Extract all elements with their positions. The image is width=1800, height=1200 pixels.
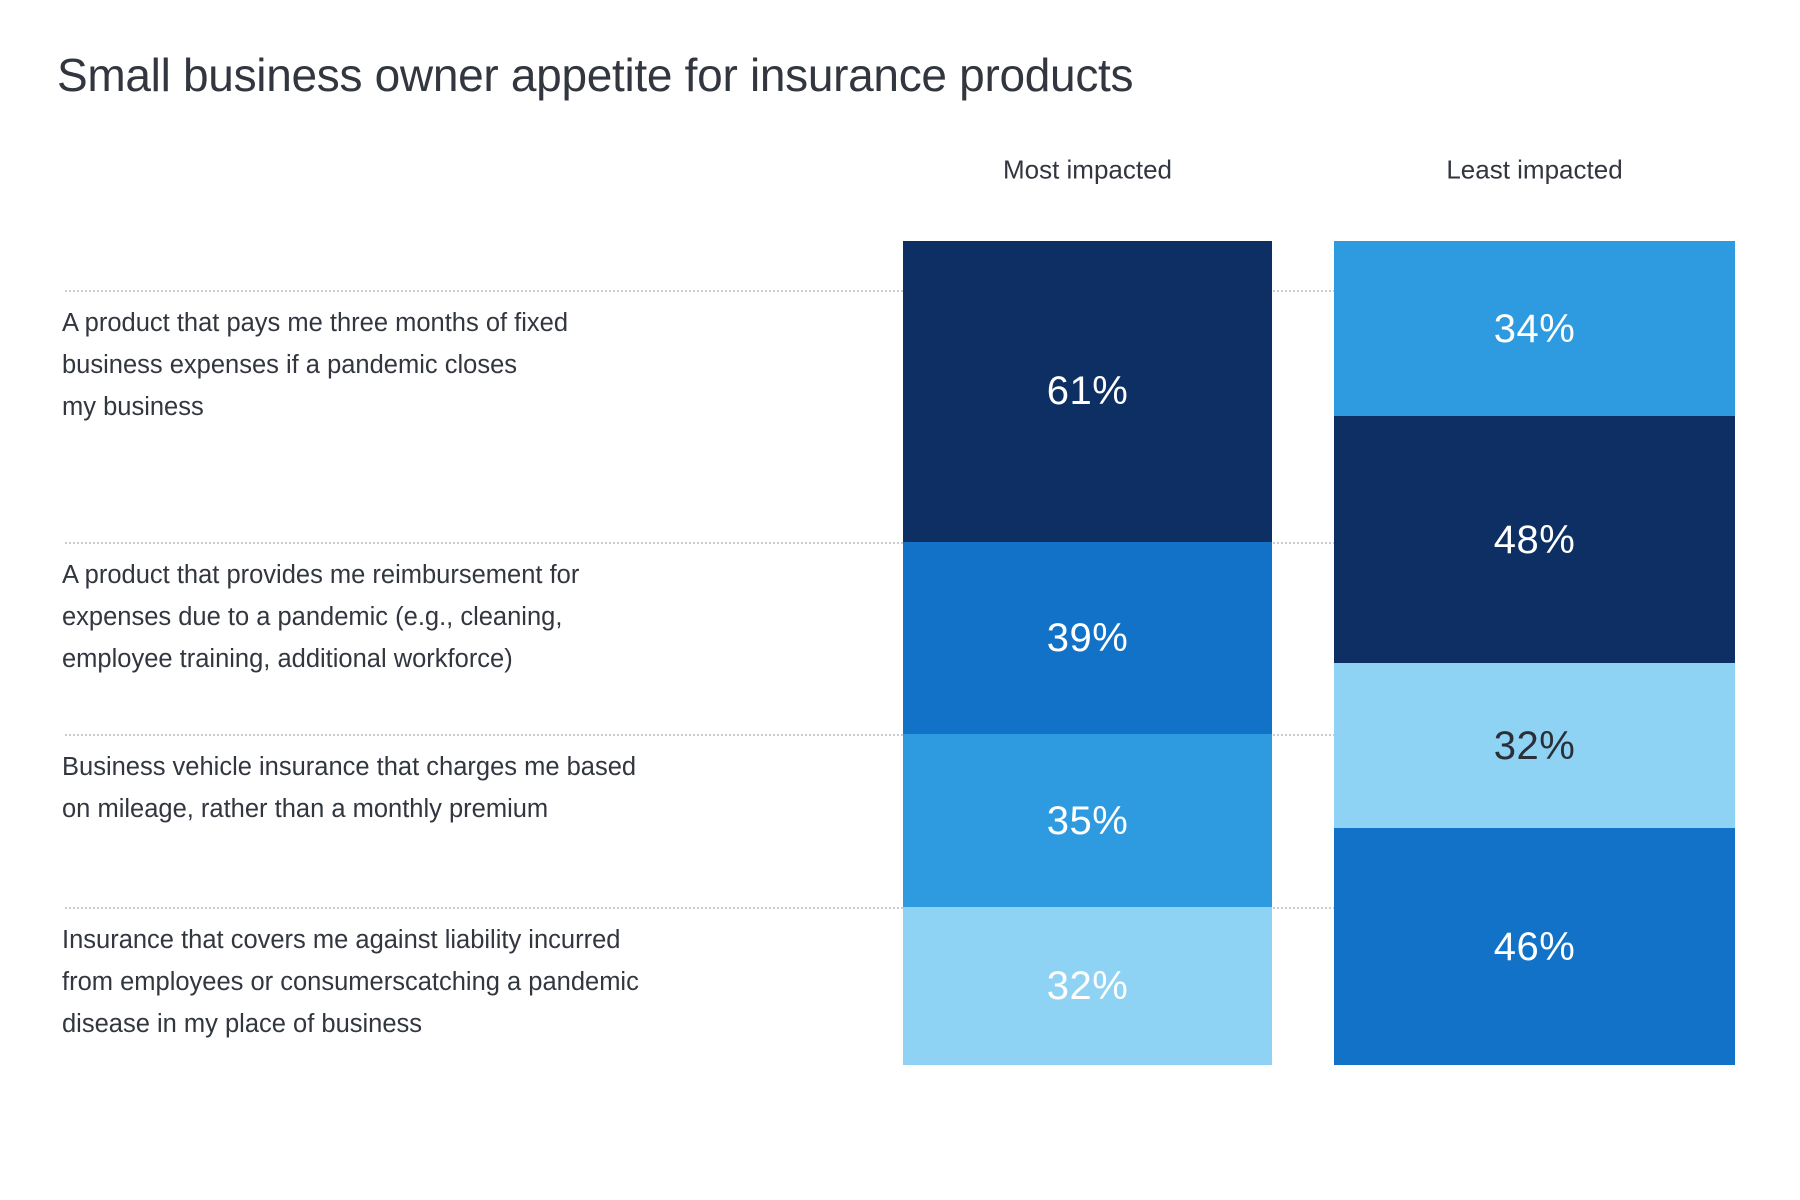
bar-value-label: 46%	[1493, 924, 1576, 969]
bar-value-label: 32%	[1493, 723, 1576, 768]
row-label-line: Business vehicle insurance that charges …	[62, 753, 637, 782]
row-label-line: A product that provides me reimbursement…	[62, 560, 580, 589]
bar-segment-most-4: 32%	[903, 907, 1272, 1065]
bar-value-label: 32%	[1046, 964, 1129, 1009]
bar-value-label: 39%	[1046, 616, 1129, 661]
leader-line	[65, 907, 1735, 910]
bar-value-label: 35%	[1046, 798, 1129, 843]
row-label-4: Insurance that covers me against liabili…	[62, 919, 822, 1045]
bar-segment-most-1: 61%	[903, 241, 1272, 542]
leader-line	[65, 541, 1735, 544]
row-label-2: A product that provides me reimbursement…	[62, 554, 822, 680]
row-label-line: Insurance that covers me against liabili…	[62, 926, 621, 955]
row-label-line: expenses due to a pandemic (e.g., cleani…	[62, 602, 563, 631]
row-label-line: A product that pays me three months of f…	[62, 309, 569, 337]
row-label-line: disease in my place of business	[62, 1010, 423, 1039]
bar-segment-most-3: 35%	[903, 734, 1272, 908]
bar-segment-least-2: 48%	[1334, 416, 1735, 664]
bar-segment-least-4: 46%	[1334, 828, 1735, 1065]
bar-segment-least-1: 34%	[1334, 241, 1735, 417]
leader-line	[65, 290, 1735, 292]
bar-value-label: 34%	[1493, 306, 1576, 351]
column-header-least-impacted: Least impacted	[1446, 154, 1623, 185]
row-label-line: on mileage, rather than a monthly premiu…	[62, 795, 549, 824]
row-label-line: business expenses if a pandemic closes	[62, 351, 518, 379]
bar-value-label: 61%	[1046, 369, 1129, 414]
row-label-1: A product that pays me three months of f…	[62, 302, 822, 428]
bar-segment-most-2: 39%	[903, 541, 1272, 735]
leader-line	[65, 734, 1735, 737]
column-header-most-impacted: Most impacted	[1002, 154, 1173, 185]
row-label-line: my business	[62, 393, 204, 421]
bar-segment-least-3: 32%	[1334, 663, 1735, 829]
row-label-line: employee training, additional workforce)	[62, 644, 513, 673]
page-title: Small business owner appetite for insura…	[57, 49, 1134, 101]
bar-value-label: 48%	[1493, 517, 1576, 562]
row-label-line: from employees or consumerscatching a pa…	[62, 968, 639, 997]
row-label-3: Business vehicle insurance that charges …	[62, 746, 822, 830]
